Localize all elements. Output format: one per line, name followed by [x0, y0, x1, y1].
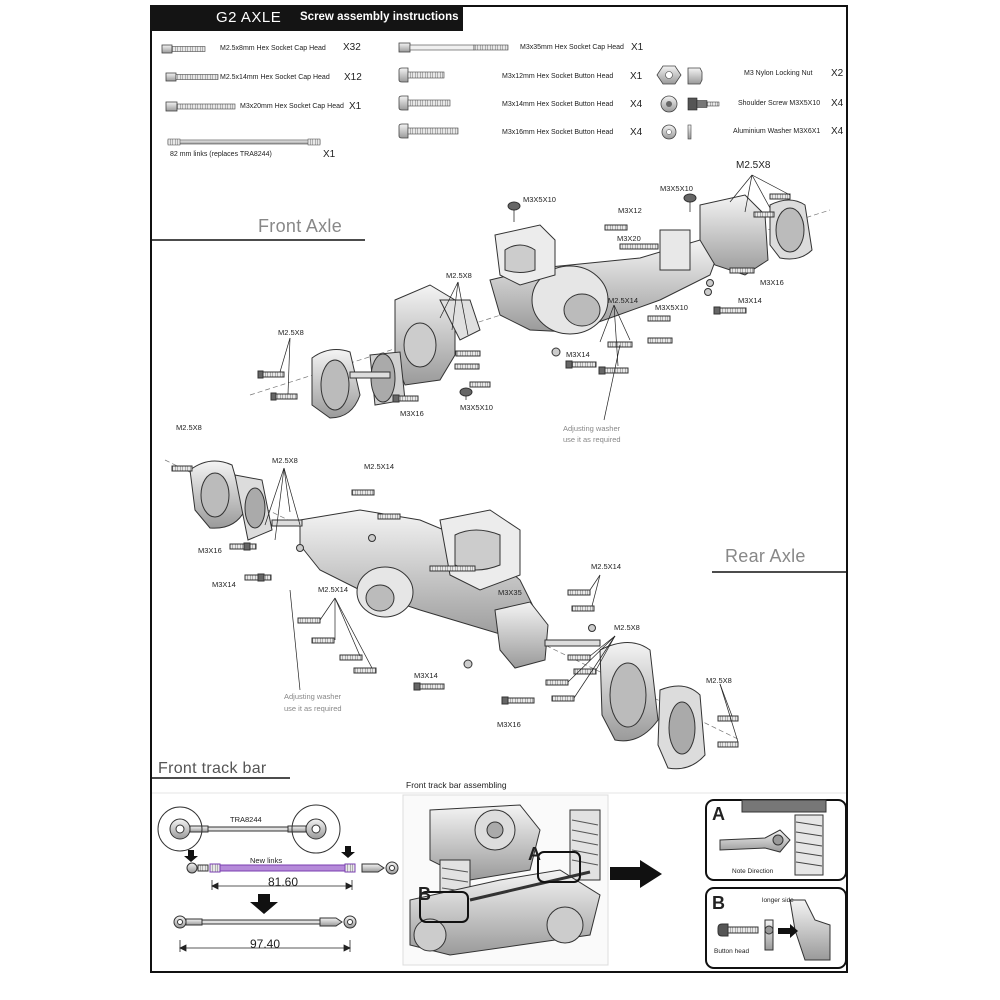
- part-qty-m25x14: X12: [344, 72, 362, 83]
- washer-icon: [661, 124, 692, 140]
- part-qty-links: X1: [323, 149, 336, 160]
- section-front-axle: Front Axle: [258, 216, 343, 236]
- dimension-new-link: 81.60: [268, 875, 299, 889]
- rear-label: M3X14: [212, 580, 236, 589]
- front-washer-note: use it as required: [563, 435, 621, 444]
- chassis-assembly-drawing: [402, 794, 609, 966]
- section-front-track-bar: Front track bar: [158, 760, 267, 777]
- button-head-label: Button head: [714, 948, 750, 955]
- part-label-m3x35: M3x35mm Hex Socket Cap Head: [520, 44, 624, 51]
- rear-label: M2.5X14: [364, 462, 395, 471]
- page-title: G2 AXLE: [216, 9, 282, 26]
- detail-b-drawing: [705, 887, 847, 969]
- down-arrow-icon: [184, 846, 662, 914]
- part-qty-shoulder: X4: [831, 98, 844, 109]
- screw-icon-m3x20: [165, 101, 236, 112]
- nylon-nut-icon: [656, 65, 703, 85]
- button-screw-icon-m3x14: [398, 95, 451, 111]
- dimension-assembled-link: 97.40: [250, 937, 281, 951]
- rear-label: M2.5X14: [591, 562, 622, 571]
- part-label-nut: M3 Nylon Locking Nut: [744, 70, 813, 77]
- part-label-washer: Aluminium Washer M3X6X1: [733, 128, 821, 135]
- part-label-m25x8: M2.5x8mm Hex Socket Cap Head: [220, 45, 326, 52]
- rear-label: M2.5X8: [706, 676, 732, 685]
- part-label-m3x20: M3x20mm Hex Socket Cap Head: [240, 103, 344, 110]
- screw-icon-m25x8: [161, 44, 206, 54]
- part-qty-m3x20: X1: [349, 101, 362, 112]
- dimension-lines: [179, 880, 353, 952]
- assembled-link-drawing: [173, 915, 357, 929]
- assembling-title: Front track bar assembling: [406, 780, 507, 790]
- detail-letter-b: B: [712, 893, 725, 913]
- front-label: M2.5X8: [736, 160, 771, 171]
- button-screw-icon-m3x12: [398, 67, 445, 83]
- instruction-sheet-frame: [150, 5, 848, 973]
- part-qty-m3x12: X1: [630, 71, 643, 82]
- front-label: M3X12: [618, 206, 642, 215]
- callout-letter-a: A: [528, 844, 541, 864]
- rear-label: M3X16: [198, 546, 222, 555]
- front-label: M3X20: [617, 234, 641, 243]
- rear-label: M3X35: [498, 588, 522, 597]
- part-qty-m25x8: X32: [343, 42, 361, 53]
- front-label: M2.5X8: [446, 271, 472, 280]
- part-qty-washer: X4: [831, 126, 844, 137]
- rear-axle-drawing: [164, 459, 741, 770]
- front-label: M3X5X10: [523, 195, 556, 204]
- shoulder-screw-icon: [660, 95, 720, 113]
- screw-icon-m25x14: [165, 72, 219, 82]
- front-label: M3X5X10: [460, 403, 493, 412]
- screw-icon-m3x35: [398, 42, 509, 53]
- detail-a-drawing: [705, 799, 847, 881]
- part-qty-m3x16: X4: [630, 127, 643, 138]
- front-washer-note: Adjusting washer: [563, 424, 621, 433]
- front-label: M3X5X10: [660, 184, 693, 193]
- callout-box-b: [419, 891, 469, 923]
- part-label-m3x14: M3x14mm Hex Socket Button Head: [502, 101, 614, 108]
- part-label-links: 82 mm links (replaces TRA8244): [170, 151, 272, 158]
- new-links-label: New links: [250, 856, 283, 865]
- rear-label: M2.5X8: [614, 623, 640, 632]
- part-label-m3x16: M3x16mm Hex Socket Button Head: [502, 129, 614, 136]
- front-label: M2.5X14: [608, 296, 639, 305]
- part-label-shoulder: Shoulder Screw M3X5X10: [738, 100, 821, 107]
- front-axle-drawing: [249, 174, 831, 421]
- front-label: M3X5X10: [655, 303, 688, 312]
- rear-label: M2.5X8: [176, 423, 202, 432]
- part-label-m25x14: M2.5x14mm Hex Socket Cap Head: [220, 74, 330, 81]
- front-label: M3X16: [400, 409, 424, 418]
- rear-label: M2.5X8: [272, 456, 298, 465]
- part-qty-m3x14: X4: [630, 99, 643, 110]
- rear-washer-note: use it as required: [284, 704, 342, 713]
- front-label: M2.5X8: [278, 328, 304, 337]
- rear-label: M2.5X14: [318, 585, 349, 594]
- longer-side-label: longer side: [762, 897, 794, 904]
- new-link-drawing: [186, 861, 399, 875]
- link-rod-icon: [167, 138, 321, 146]
- part-qty-nut: X2: [831, 68, 844, 79]
- rear-washer-note: Adjusting washer: [284, 692, 342, 701]
- old-link-drawing: [157, 804, 341, 854]
- part-qty-m3x35: X1: [631, 42, 644, 53]
- title-bar: G2 AXLE Screw assembly instructions: [150, 5, 463, 31]
- front-label: M3X14: [566, 350, 590, 359]
- detail-letter-a: A: [712, 804, 725, 824]
- section-rear-axle: Rear Axle: [725, 546, 806, 566]
- tra8244-label: TRA8244: [230, 815, 262, 824]
- page-subtitle: Screw assembly instructions: [300, 11, 459, 23]
- callout-box-a: [537, 851, 581, 883]
- rear-label: M3X14: [414, 671, 438, 680]
- note-direction-label: Note Direction: [732, 868, 774, 875]
- rear-label: M3X16: [497, 720, 521, 729]
- front-label: M3X16: [760, 278, 784, 287]
- button-screw-icon-m3x16: [398, 123, 459, 139]
- front-label: M3X14: [738, 296, 762, 305]
- part-label-m3x12: M3x12mm Hex Socket Button Head: [502, 73, 614, 80]
- callout-letter-b: B: [418, 884, 431, 904]
